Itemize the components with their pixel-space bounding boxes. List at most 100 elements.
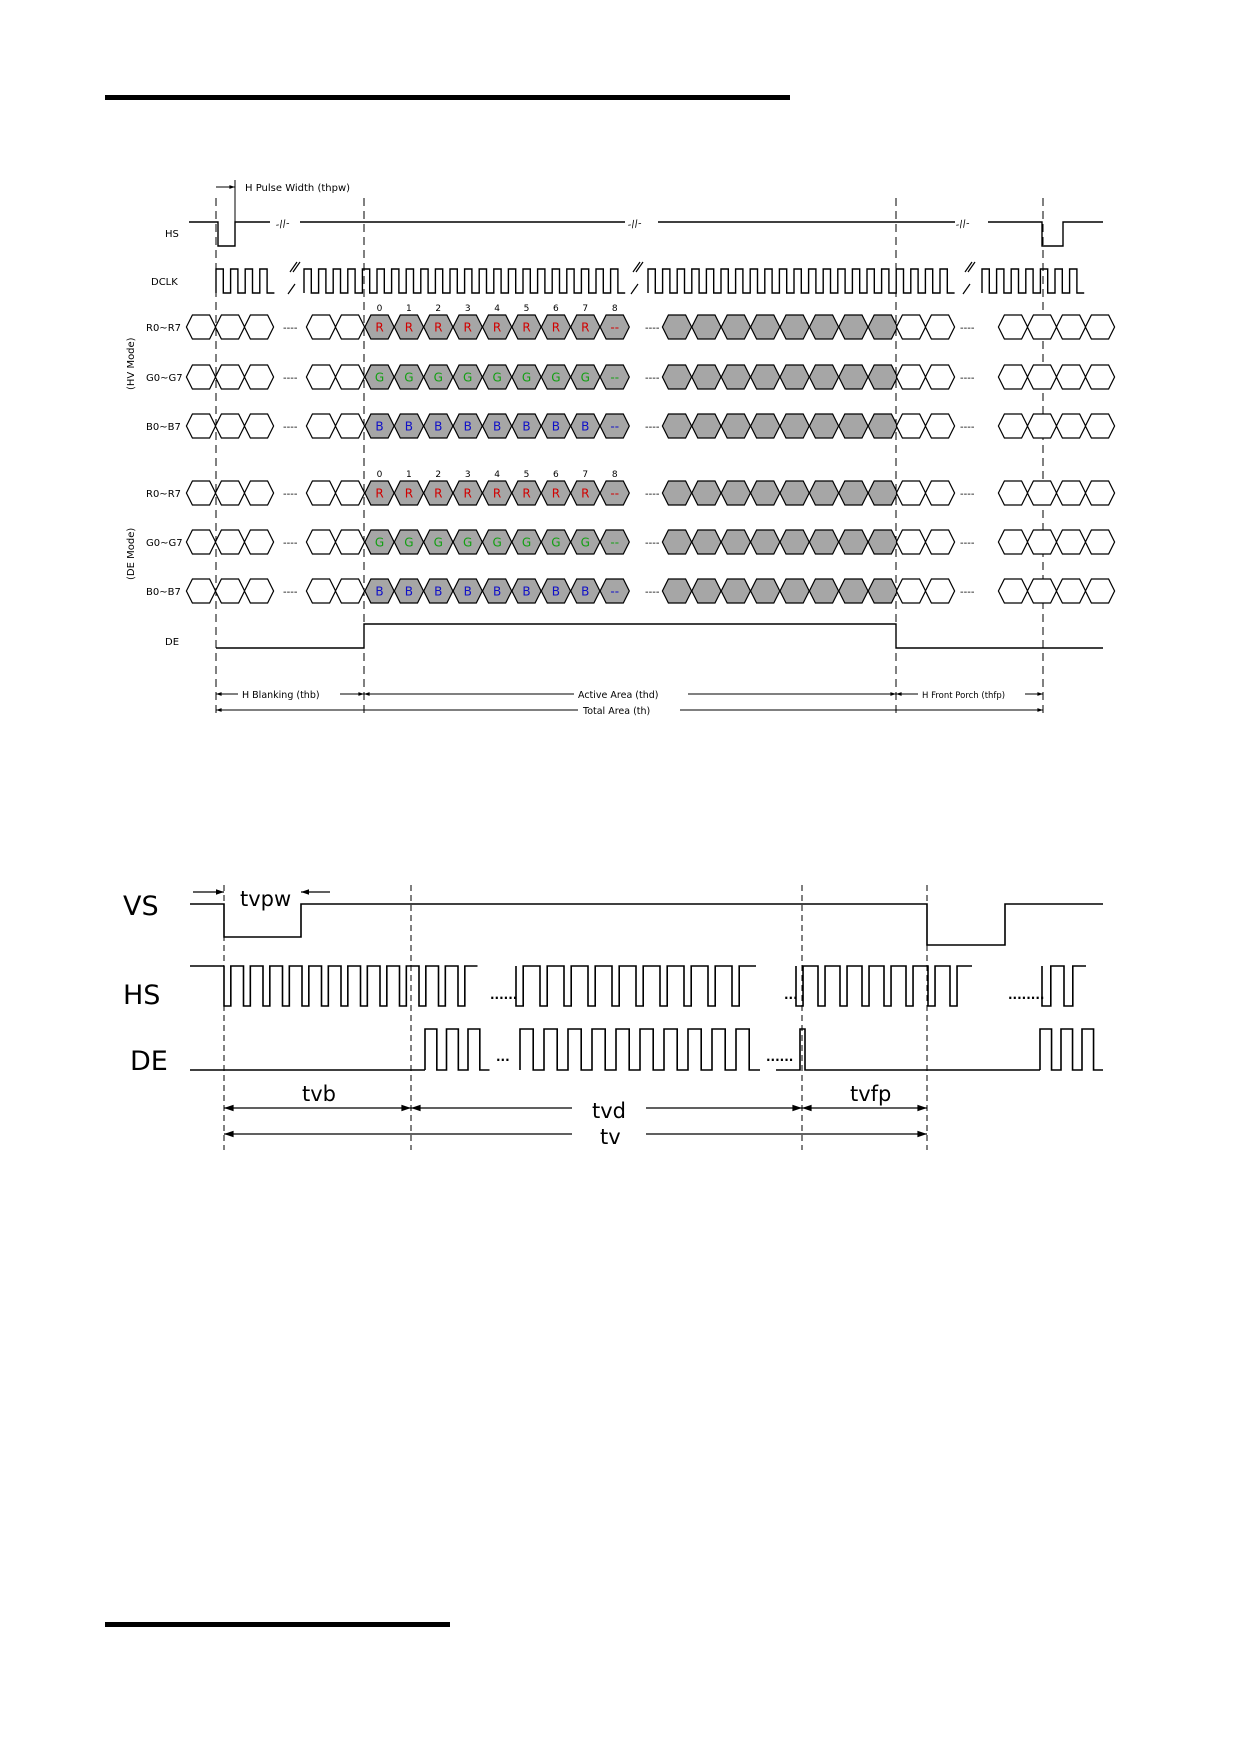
data-hexagon — [185, 314, 217, 340]
pixel-hexagon — [867, 480, 899, 506]
pixel-index: 7 — [582, 304, 588, 314]
pixel-hexagon — [661, 364, 693, 390]
ellipsis-dashes: ---- — [283, 422, 298, 433]
pixel-letter: B — [405, 585, 413, 599]
pixel-hexagon — [808, 314, 840, 340]
pixel-letter: R — [375, 321, 383, 335]
data-hexagon — [924, 529, 956, 555]
break-mark — [630, 283, 639, 295]
data-hexagon — [1084, 578, 1116, 604]
pixel-hexagon — [838, 480, 869, 506]
pixel-letter: -- — [610, 585, 619, 599]
pixel-letter: B — [493, 585, 501, 599]
break-mark — [962, 283, 971, 295]
pixel-letter: B — [405, 420, 413, 434]
data-hexagon — [924, 364, 956, 390]
pixel-hexagon — [661, 480, 693, 506]
data-hexagon — [895, 364, 927, 390]
de-wave — [216, 623, 1103, 649]
data-hexagon — [185, 529, 217, 555]
pixel-hexagon — [838, 314, 869, 340]
data-hexagon — [1026, 413, 1058, 439]
pixel-hexagon — [867, 364, 899, 390]
break-mark — [635, 261, 644, 273]
pixel-index: 8 — [612, 470, 618, 480]
de-gap-dots: ...... — [766, 1050, 793, 1064]
pixel-hexagon — [599, 364, 630, 390]
pixel-hexagon — [720, 578, 752, 604]
pixel-index: 5 — [524, 470, 530, 480]
hs-gap-dots: ........ — [1008, 988, 1044, 1002]
break-mark — [292, 261, 301, 273]
pixel-hexagon — [691, 364, 722, 390]
tvd-label: tvd — [592, 1099, 626, 1123]
data-hexagon — [1026, 314, 1058, 340]
data-hexagon — [334, 480, 366, 506]
data-hexagon — [924, 578, 956, 604]
pixel-letter: R — [405, 321, 413, 335]
pulse-width-dimension-arrow — [229, 185, 235, 189]
hv-r-bus-label: R0~R7 — [146, 323, 181, 334]
pixel-index: 4 — [494, 470, 500, 480]
pixel-letter: B — [375, 585, 383, 599]
tvb-dimension-arrow — [401, 1104, 411, 1112]
tvd-dimension-arrow — [411, 1104, 421, 1112]
data-hexagon — [997, 314, 1029, 340]
pixel-letter: R — [434, 487, 442, 501]
dclk-signal-label: DCLK — [151, 277, 178, 288]
h-blanking-label: H Blanking (thb) — [242, 690, 320, 701]
data-hexagon — [305, 480, 337, 506]
tv-dimension-arrow — [917, 1130, 927, 1138]
pixel-hexagon — [867, 578, 899, 604]
front-porch-label: H Front Porch (thfp) — [922, 691, 1005, 701]
pixel-letter: G — [522, 371, 531, 385]
hs-wave — [515, 965, 756, 1007]
pulse-width-label: H Pulse Width (thpw) — [245, 183, 350, 194]
pixel-hexagon — [779, 529, 810, 555]
pixel-hexagon — [599, 480, 630, 506]
pixel-hexagon — [661, 529, 693, 555]
ellipsis-dashes: ---- — [283, 587, 298, 598]
pixel-letter: G — [434, 371, 443, 385]
de-signal-label: DE — [130, 1046, 168, 1077]
hs-wave — [988, 221, 1103, 247]
pixel-hexagon — [838, 529, 869, 555]
pixel-hexagon — [720, 413, 752, 439]
pixel-letter: B — [434, 585, 442, 599]
pixel-letter: R — [552, 321, 560, 335]
pixel-letter: G — [522, 536, 531, 550]
front-porch-dimension-arrow — [1037, 692, 1043, 696]
pixel-index: 2 — [435, 304, 441, 314]
pixel-letter: G — [404, 371, 413, 385]
data-hexagon — [1084, 413, 1116, 439]
vertical-timing-diagram: VS HS DE tvpw tvb tvd tvfp tv ...... ...… — [123, 885, 1103, 1150]
ellipsis-dashes: ---- — [960, 538, 975, 549]
pixel-letter: R — [375, 487, 383, 501]
break-mark — [287, 283, 296, 295]
pixel-index: 3 — [465, 304, 471, 314]
data-hexagon — [305, 364, 337, 390]
dclk-wave — [303, 268, 626, 294]
break-mark — [289, 261, 298, 273]
data-hexagon — [305, 578, 337, 604]
data-hexagon — [214, 314, 246, 340]
data-hexagon — [924, 413, 956, 439]
data-hexagon — [243, 578, 275, 604]
ellipsis-dashes: ---- — [283, 373, 298, 384]
tvfp-dimension-arrow — [802, 1104, 812, 1112]
pixel-letter: G — [581, 371, 590, 385]
ellipsis-dashes: ---- — [645, 373, 660, 384]
pixel-letter: B — [493, 420, 501, 434]
pixel-index: 5 — [524, 304, 530, 314]
break-mark: -//- — [955, 218, 971, 231]
data-hexagon — [334, 578, 366, 604]
pixel-letter: G — [463, 371, 472, 385]
hv-g-bus-label: G0~G7 — [146, 373, 183, 384]
pixel-letter: G — [492, 371, 501, 385]
active-area-dimension-arrow — [890, 692, 896, 696]
ellipsis-dashes: ---- — [960, 489, 975, 500]
data-hexagon — [214, 413, 246, 439]
vs-wave — [190, 903, 1103, 946]
data-hexagon — [895, 480, 927, 506]
pixel-hexagon — [691, 413, 722, 439]
